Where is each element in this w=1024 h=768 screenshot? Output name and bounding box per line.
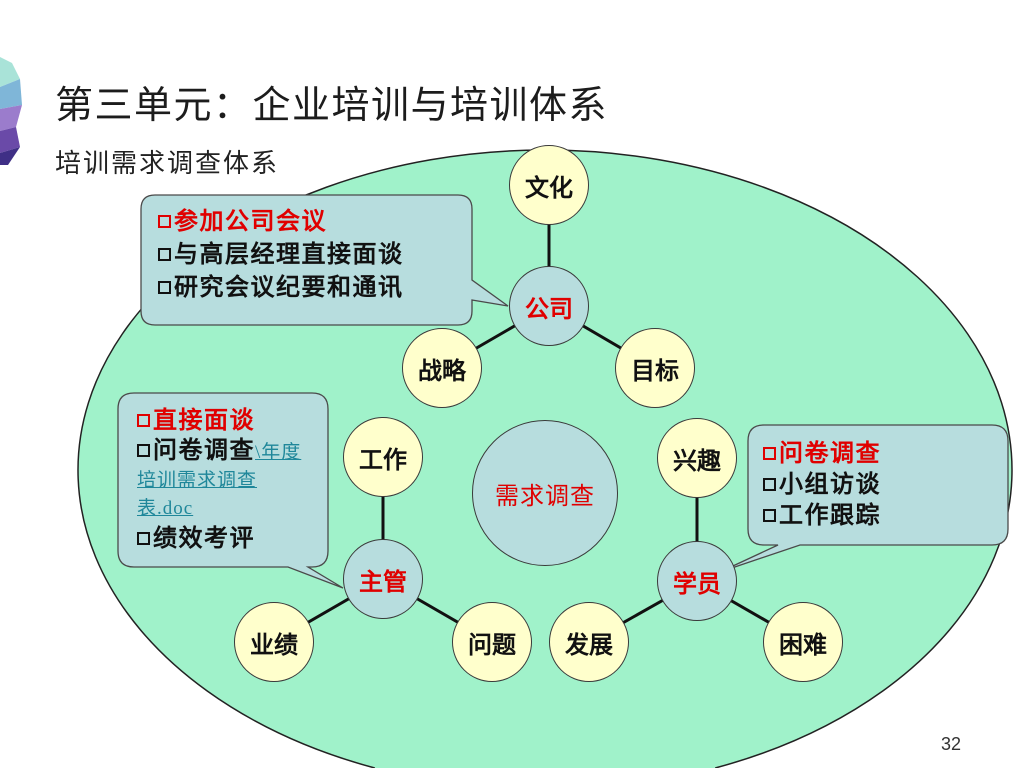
- node-company-hub: 公司: [509, 266, 589, 346]
- callout-item-label: 小组访谈: [779, 472, 881, 498]
- decoration-facet: [0, 147, 20, 165]
- callout-item-label: 与高层经理直接面谈: [174, 242, 404, 268]
- callout-student: 问卷调查 小组访谈 工作跟踪: [763, 439, 881, 532]
- callout-item-label: 问卷调查: [779, 441, 881, 467]
- callout-item: 问卷调查\年度培训需求调查表.doc: [137, 438, 301, 522]
- node-strategy: 战略: [402, 328, 482, 408]
- callout-company-bubble: [140, 194, 509, 326]
- link-text-line[interactable]: 培训需求调查: [137, 470, 258, 491]
- bullet-icon: [763, 446, 776, 460]
- bullet-icon: [158, 214, 171, 228]
- page-number: 32: [941, 734, 962, 754]
- node-student-hub: 学员: [657, 541, 737, 621]
- node-performance: 业绩: [234, 602, 314, 682]
- callout-supervisor-bubble: [117, 392, 344, 589]
- callout-item: 参加公司会议: [158, 206, 404, 239]
- callout-item: 研究会议纪要和通讯: [158, 272, 404, 305]
- callout-company: 参加公司会议 与高层经理直接面谈 研究会议纪要和通讯: [158, 206, 404, 305]
- callout-item: 工作跟踪: [763, 501, 881, 532]
- link-text-line[interactable]: 表.doc: [137, 498, 194, 519]
- bullet-icon: [158, 247, 171, 261]
- node-goal: 目标: [615, 328, 695, 408]
- callout-item-label: 绩效考评: [153, 526, 255, 552]
- node-development: 发展: [549, 602, 629, 682]
- node-problem: 问题: [452, 602, 532, 682]
- corner-decoration: [0, 57, 22, 165]
- callout-student-bubble: [719, 424, 1009, 573]
- callout-item-label: 直接面谈: [153, 408, 255, 434]
- callout-item: 小组访谈: [763, 470, 881, 501]
- node-work: 工作: [343, 417, 423, 497]
- node-interest: 兴趣: [657, 418, 737, 498]
- center-node-needs-survey: 需求调查: [472, 420, 618, 566]
- callout-item-label: 问卷调查: [153, 438, 255, 464]
- callout-item-label: 研究会议纪要和通讯: [174, 275, 404, 301]
- survey-doc-link[interactable]: \年度培训需求调查表.doc: [137, 442, 301, 519]
- node-culture: 文化: [509, 145, 589, 225]
- callout-item-label: 参加公司会议: [174, 209, 327, 235]
- slide-subtitle: 培训需求调查体系: [55, 148, 280, 178]
- bullet-icon: [158, 280, 171, 294]
- callout-item: 绩效考评: [137, 524, 301, 554]
- bullet-icon: [137, 531, 150, 545]
- bullet-icon: [137, 413, 150, 427]
- node-difficulty: 困难: [763, 602, 843, 682]
- callout-supervisor: 直接面谈 问卷调查\年度培训需求调查表.doc 绩效考评: [137, 406, 301, 554]
- bullet-icon: [137, 443, 150, 457]
- callout-item: 问卷调查: [763, 439, 881, 470]
- node-supervisor-hub: 主管: [343, 539, 423, 619]
- slide-title: 第三单元：企业培训与培训体系: [55, 85, 609, 127]
- decoration-facet: [0, 79, 22, 109]
- callout-item: 与高层经理直接面谈: [158, 239, 404, 272]
- decoration-facet: [0, 127, 20, 153]
- callout-item: 直接面谈: [137, 406, 301, 436]
- link-text-line[interactable]: \年度: [255, 442, 302, 463]
- bullet-icon: [763, 477, 776, 491]
- callout-item-label: 工作跟踪: [779, 503, 881, 529]
- bullet-icon: [763, 508, 776, 522]
- decoration-facet: [0, 105, 22, 131]
- decoration-facet: [0, 57, 20, 87]
